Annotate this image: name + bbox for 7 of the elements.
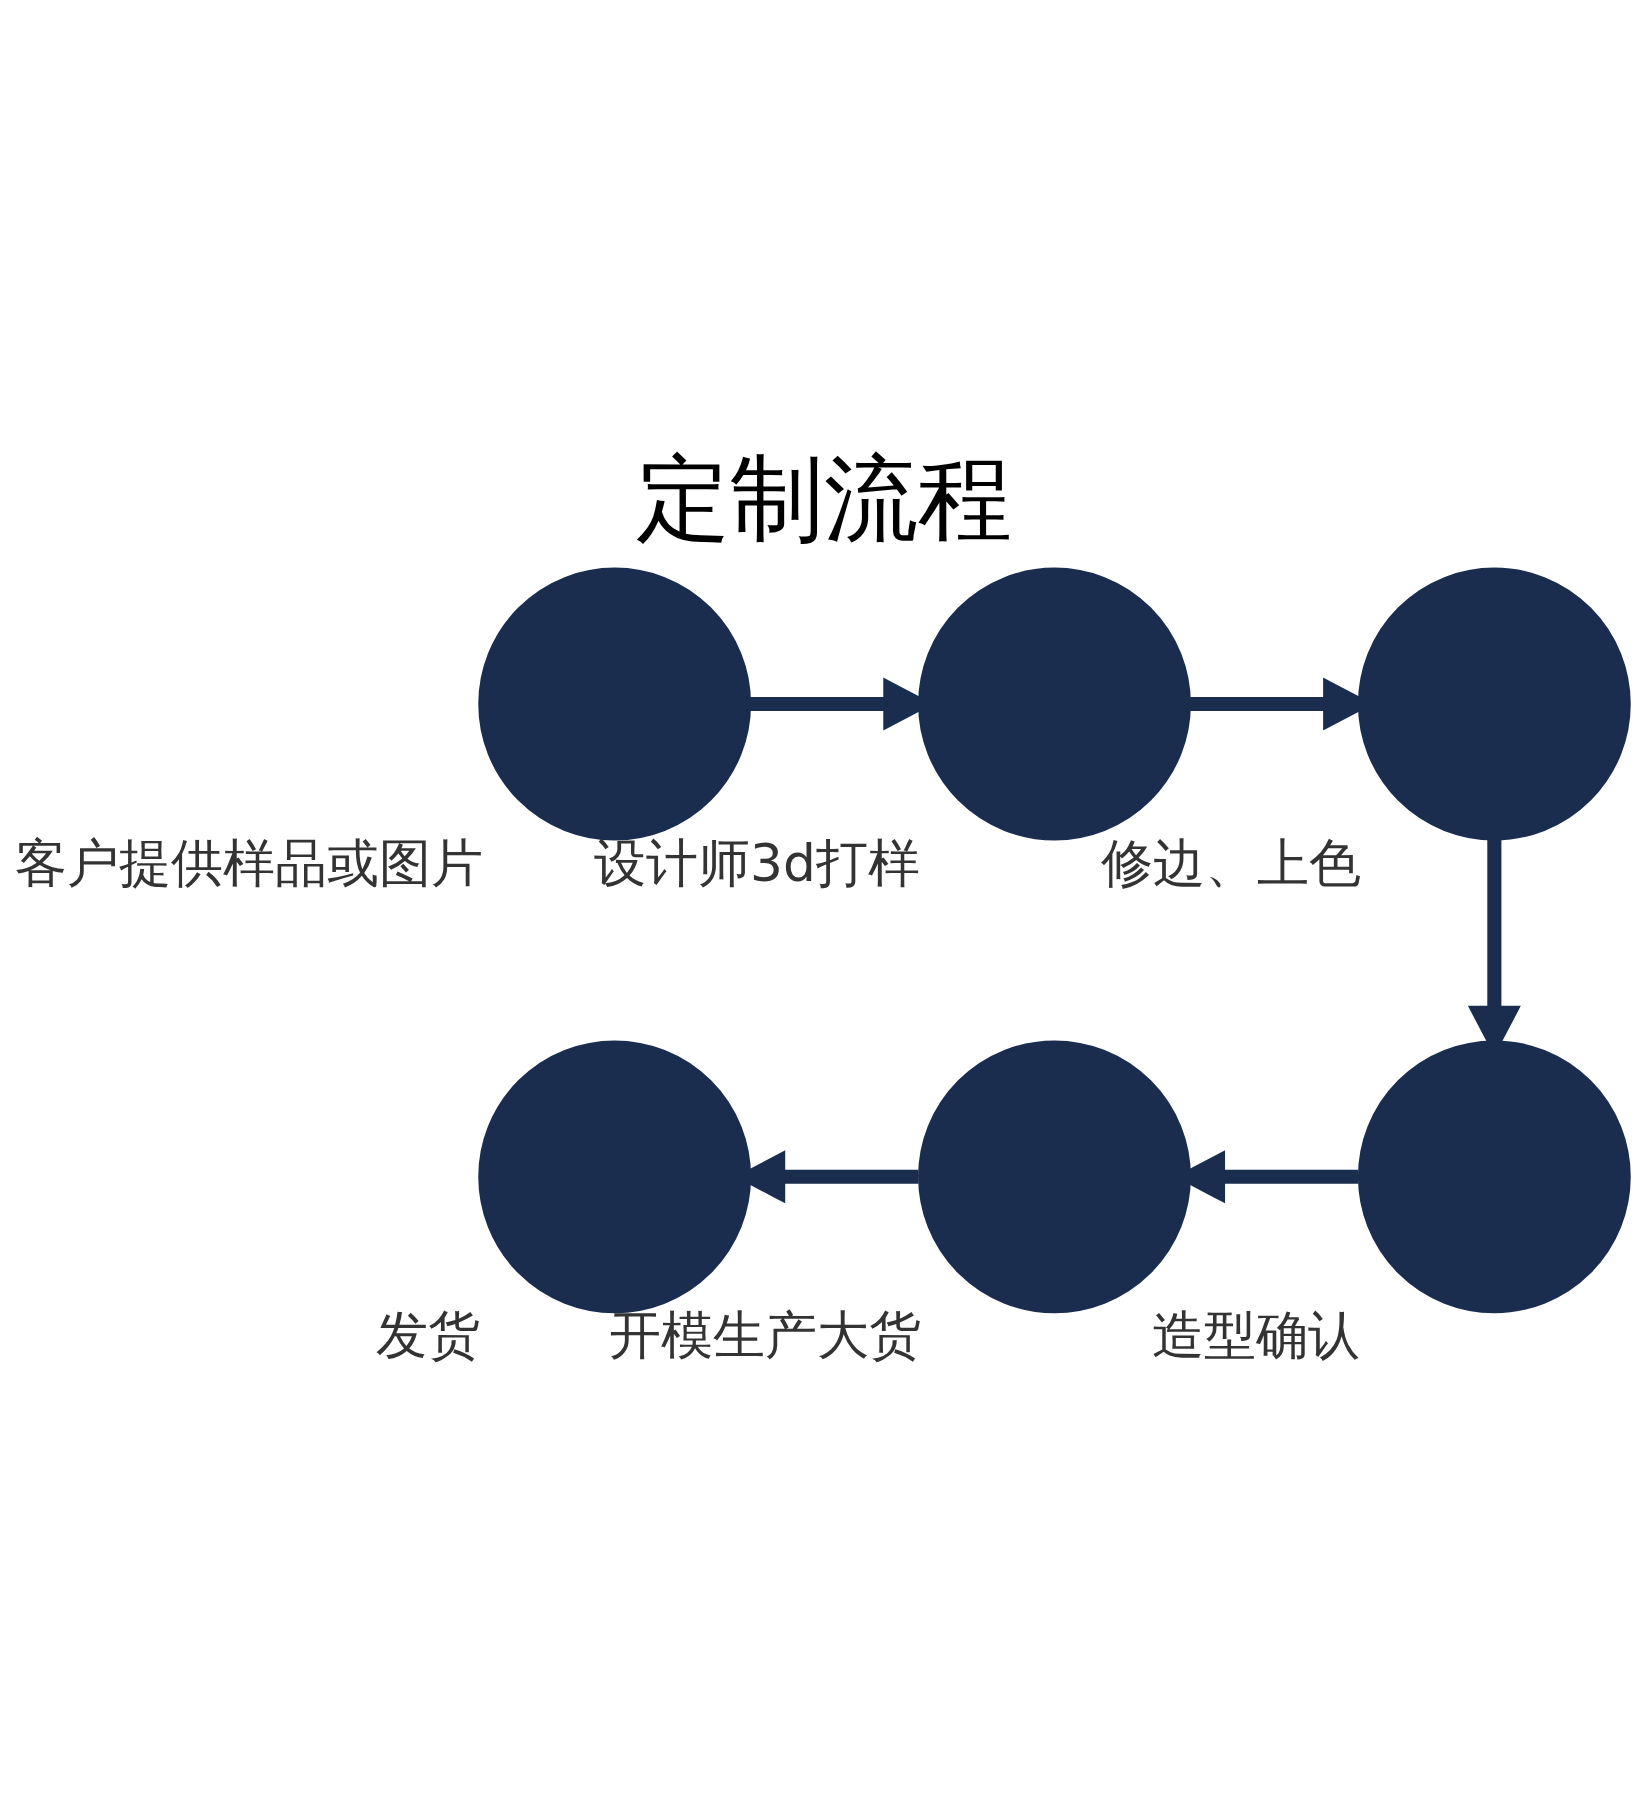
node-label: 客户提供样品或图片 [14,832,483,893]
node-label: 造型确认 [1151,1305,1360,1366]
node-label: 发货 [375,1305,480,1366]
node-label: 设计师3d打样 [593,832,920,893]
node-label: 修边、上色 [1100,832,1361,893]
diagram-title: 定制流程 [635,444,1012,554]
node-label: 开模生产大货 [608,1305,921,1366]
